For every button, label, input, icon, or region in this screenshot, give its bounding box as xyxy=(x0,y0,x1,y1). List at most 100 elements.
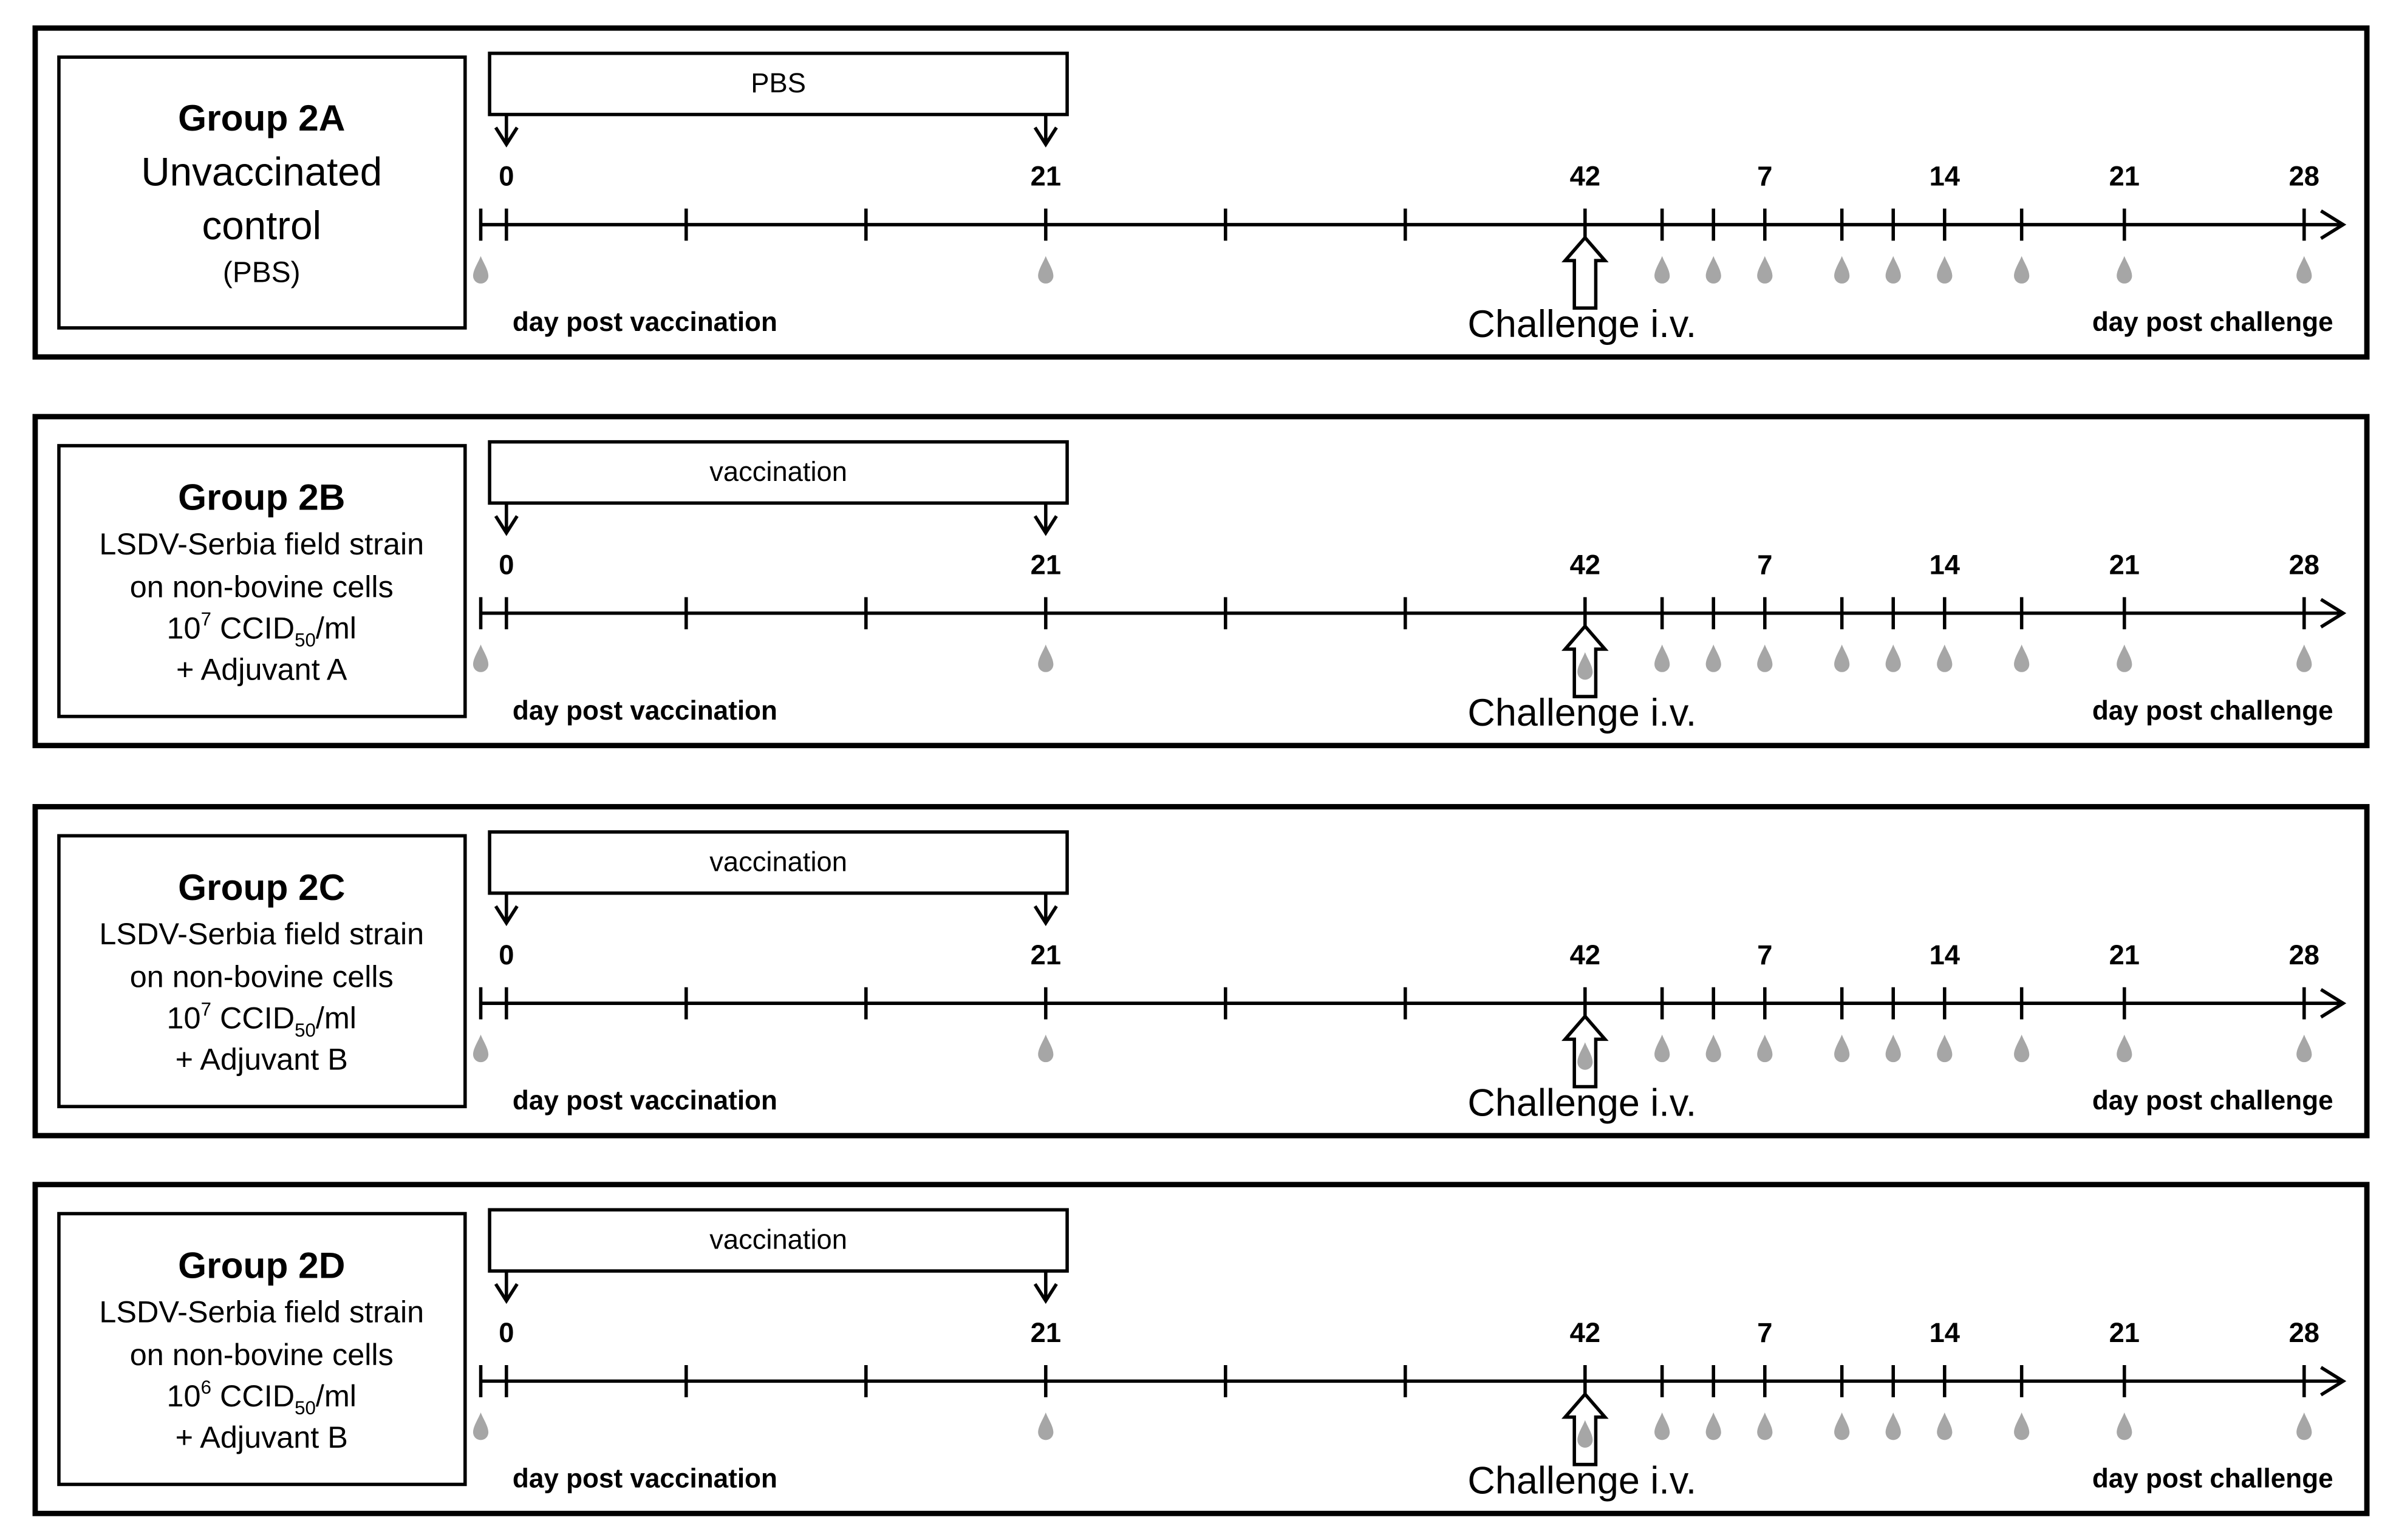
description-text: CCID xyxy=(211,1001,295,1035)
blood-drop-icon xyxy=(2014,1034,2030,1063)
description-text: 10 xyxy=(167,610,201,645)
vaccination-day-label: 21 xyxy=(1031,550,1061,581)
challenge-day-label: 42 xyxy=(1570,550,1600,581)
blood-drop-icon xyxy=(2117,256,2132,284)
blood-drop-icon xyxy=(2014,644,2030,672)
blood-drop-icon xyxy=(473,644,489,672)
challenge-label: Challenge i.v. xyxy=(1467,1460,1696,1502)
blood-drop-icon xyxy=(1757,1412,1773,1440)
group-title: Group 2C xyxy=(178,867,345,908)
blood-drop-icon xyxy=(2014,256,2030,284)
blood-drop-icon xyxy=(2296,1412,2312,1440)
blood-drop-icon xyxy=(473,256,489,284)
group-description-line: 106 CCID50/ml xyxy=(167,1377,357,1419)
description-text: LSDV-Serbia field strain xyxy=(99,1294,424,1329)
axis-arrowhead-icon xyxy=(2320,1366,2347,1397)
blood-drop-icon xyxy=(1937,1034,1953,1063)
vaccination-day-label: 0 xyxy=(499,939,514,970)
down-arrow-icon xyxy=(1033,503,1058,536)
blood-drop-icon xyxy=(473,1034,489,1063)
blood-drop-icon xyxy=(1937,644,1953,672)
post-challenge-day-label: 21 xyxy=(2109,939,2140,970)
day-post-vaccination-label: day post vaccination xyxy=(513,1463,777,1493)
blood-drop-icon xyxy=(2014,1412,2030,1440)
challenge-label: Challenge i.v. xyxy=(1467,1082,1696,1124)
post-challenge-day-label: 28 xyxy=(2289,550,2319,581)
group-label-border xyxy=(57,55,467,330)
blood-drop-icon xyxy=(1577,1420,1593,1448)
treatment-bracket: PBS xyxy=(488,52,1069,148)
down-arrow-icon xyxy=(1033,1271,1058,1304)
post-challenge-day-label: 7 xyxy=(1757,1317,1772,1348)
day-post-challenge-label: day post challenge xyxy=(2092,307,2333,337)
down-arrow-icon xyxy=(494,893,519,927)
day-post-challenge-label: day post challenge xyxy=(2092,1463,2333,1493)
subscript-text: 50 xyxy=(295,629,316,650)
vaccination-day-label: 0 xyxy=(499,161,514,192)
blood-drop-icon xyxy=(1834,1034,1850,1063)
superscript-text: 6 xyxy=(201,1377,211,1398)
blood-drop-icon xyxy=(1757,256,1773,284)
challenge-day-label: 42 xyxy=(1570,1317,1600,1348)
description-text: LSDV-Serbia field strain xyxy=(99,526,424,561)
group-description-line: LSDV-Serbia field strain xyxy=(99,526,424,561)
description-text: control xyxy=(202,203,321,248)
superscript-text: 7 xyxy=(201,608,211,630)
blood-drop-icon xyxy=(1705,644,1721,672)
description-text: CCID xyxy=(211,1378,295,1413)
post-challenge-day-label: 14 xyxy=(1930,161,1960,192)
post-challenge-day-label: 28 xyxy=(2289,161,2319,192)
blood-drop-icon xyxy=(1577,1042,1593,1070)
vaccination-day-label: 0 xyxy=(499,1317,514,1348)
post-challenge-day-label: 14 xyxy=(1930,550,1960,581)
blood-drop-icon xyxy=(1654,1412,1670,1440)
post-challenge-day-label: 21 xyxy=(2109,550,2140,581)
axis-arrowhead-icon xyxy=(2320,209,2347,240)
post-challenge-day-label: 7 xyxy=(1757,161,1772,192)
description-text: on non-bovine cells xyxy=(130,1337,394,1372)
day-post-vaccination-label: day post vaccination xyxy=(513,1086,777,1116)
description-text: Unvaccinated xyxy=(141,150,382,194)
blood-drop-icon xyxy=(1705,256,1721,284)
blood-drop-icon xyxy=(1038,1034,1054,1063)
blood-drop-icon xyxy=(1038,644,1054,672)
challenge-label: Challenge i.v. xyxy=(1467,692,1696,734)
day-post-challenge-label: day post challenge xyxy=(2092,1086,2333,1116)
treatment-bracket: vaccination xyxy=(488,1208,1069,1304)
challenge-day-label: 42 xyxy=(1570,161,1600,192)
vaccination-day-label: 21 xyxy=(1031,161,1061,192)
post-challenge-day-label: 21 xyxy=(2109,1317,2140,1348)
blood-drop-icon xyxy=(473,1412,489,1440)
group-description-line: 107 CCID50/ml xyxy=(167,999,357,1041)
description-text: + Adjuvant B xyxy=(176,1420,348,1454)
blood-drop-icon xyxy=(1654,1034,1670,1063)
superscript-text: 7 xyxy=(201,999,211,1020)
blood-drop-icon xyxy=(2296,644,2312,672)
blood-drop-icon xyxy=(1038,1412,1054,1440)
group-description-line: + Adjuvant B xyxy=(176,1420,348,1454)
blood-drop-icon xyxy=(1885,644,1901,672)
blood-drop-icon xyxy=(1757,644,1773,672)
post-challenge-day-label: 7 xyxy=(1757,939,1772,970)
description-text: /ml xyxy=(316,1001,357,1035)
post-challenge-day-label: 28 xyxy=(2289,1317,2319,1348)
group-label-border xyxy=(57,444,467,718)
group-description-line: on non-bovine cells xyxy=(130,1337,394,1372)
blood-drop-icon xyxy=(1654,644,1670,672)
panel-frame xyxy=(32,414,2370,749)
down-arrow-icon xyxy=(1033,893,1058,927)
description-text: on non-bovine cells xyxy=(130,959,394,994)
blood-drop-icon xyxy=(2117,1034,2132,1063)
blood-drop-icon xyxy=(1705,1412,1721,1440)
blood-drop-icon xyxy=(2117,644,2132,672)
description-text: (PBS) xyxy=(223,256,301,288)
blood-drop-icon xyxy=(1038,256,1054,284)
post-challenge-day-label: 21 xyxy=(2109,161,2140,192)
group-description-line: + Adjuvant A xyxy=(176,652,347,686)
